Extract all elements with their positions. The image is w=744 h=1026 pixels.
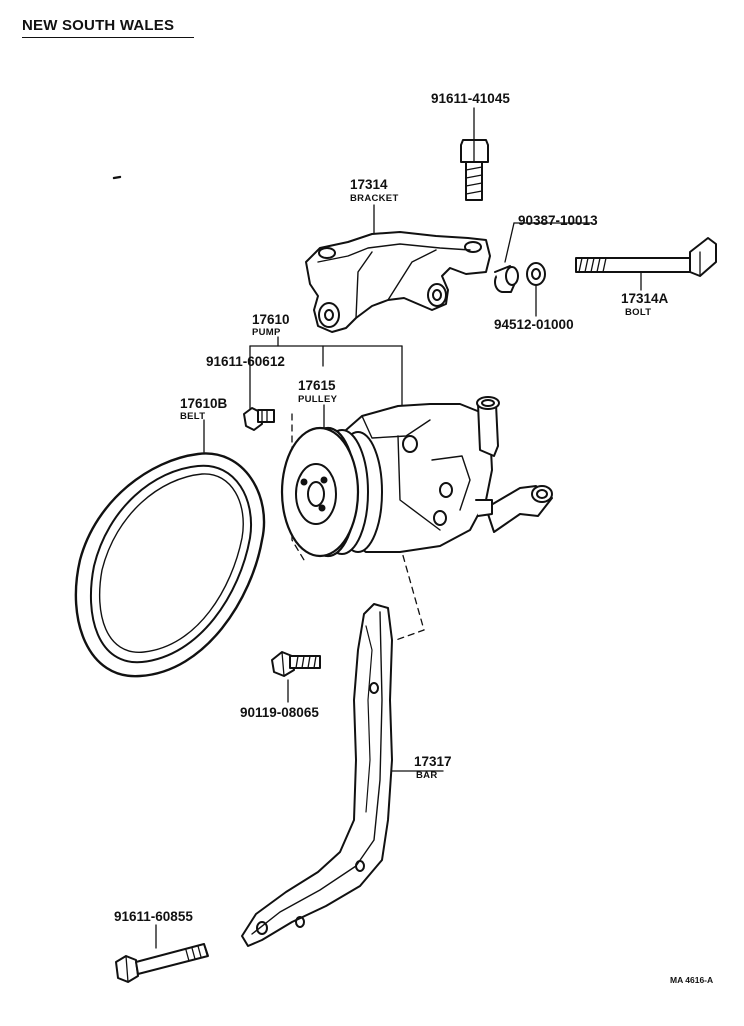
part-number-pulley: 17615 — [298, 378, 336, 393]
part-name-bracket: BRACKET — [350, 193, 399, 204]
long-bolt-drawing — [575, 237, 717, 277]
page-title: NEW SOUTH WALES — [22, 17, 175, 34]
part-number-bracket: 17314 — [350, 177, 388, 192]
title-underline — [22, 37, 194, 38]
stray-mark — [112, 175, 122, 180]
part-number-bolt-top: 91611-41045 — [431, 91, 510, 106]
bar-drawing — [241, 603, 393, 947]
part-name-bolt-long: BOLT — [625, 307, 652, 318]
part-number-bolt-long: 17314A — [621, 291, 669, 306]
dashed-alignment-lines — [291, 413, 425, 641]
part-number-collar: 90387-10013 — [518, 213, 598, 228]
bracket-drawing — [305, 231, 491, 333]
part-name-belt: BELT — [180, 411, 206, 422]
part-number-bolt-bottom: 91611-60855 — [114, 909, 193, 924]
pulley-drawing — [280, 426, 383, 558]
part-number-bar-bolt: 90119-08065 — [240, 705, 319, 720]
collar-drawing — [494, 265, 519, 293]
part-number-washer: 94512-01000 — [494, 317, 574, 332]
bottom-bolt-drawing — [115, 943, 209, 983]
part-number-pump: 17610 — [252, 312, 290, 327]
part-name-pump: PUMP — [252, 327, 281, 338]
part-name-pulley: PULLEY — [298, 394, 338, 405]
part-number-pump-bolt: 91611-60612 — [206, 354, 285, 369]
drawing-code: MA 4616-A — [670, 975, 714, 985]
part-number-belt: 17610B — [180, 396, 228, 411]
part-name-bar: BAR — [416, 770, 438, 781]
top-bolt-drawing — [460, 139, 489, 201]
washer-drawing — [526, 262, 546, 286]
pump-bolt-drawing — [243, 407, 275, 431]
part-number-bar: 17317 — [414, 754, 452, 769]
belt-drawing — [74, 452, 266, 678]
bar-bolt-drawing — [271, 651, 321, 677]
